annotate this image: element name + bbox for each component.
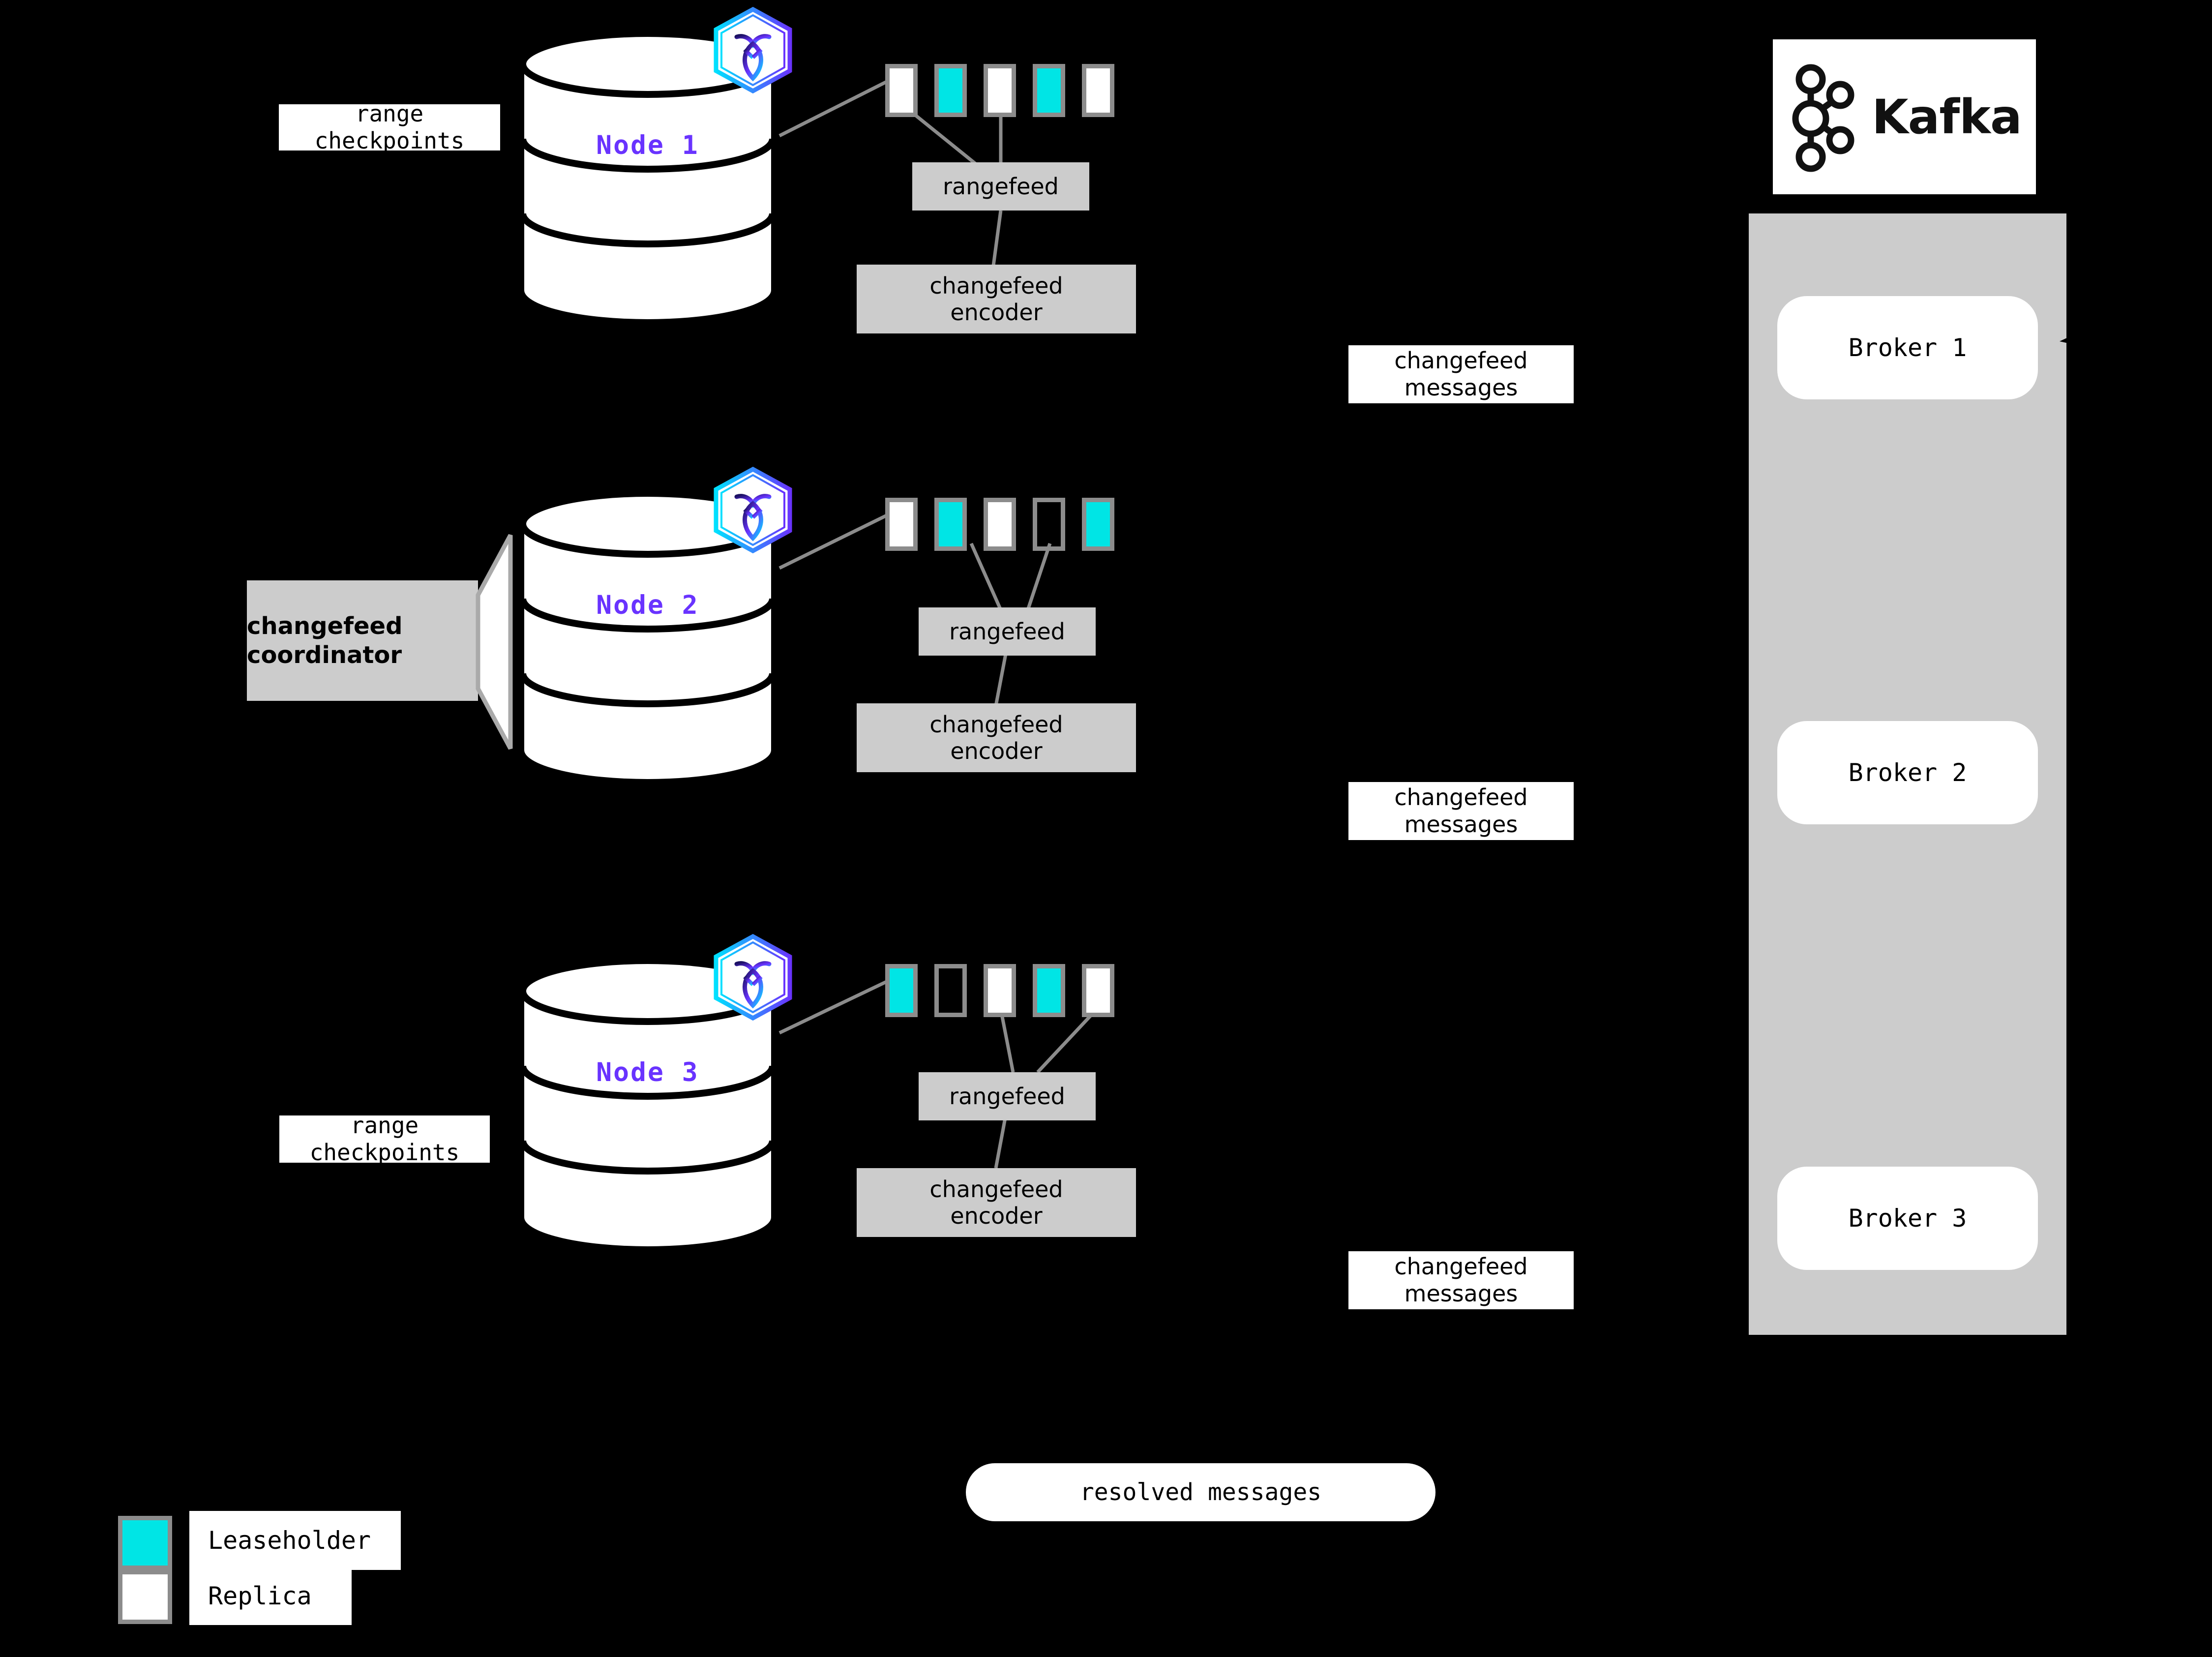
node-1-range-checkpoints-label: range checkpoints	[279, 100, 500, 154]
coordinator-pointer-icon	[476, 534, 513, 750]
range-box[interactable]	[1082, 64, 1114, 117]
changefeed-coordinator-label: changefeed coordinator	[247, 580, 478, 701]
range-box[interactable]	[934, 64, 967, 117]
legend-swatch-replica	[118, 1570, 172, 1624]
range-box[interactable]	[1033, 964, 1065, 1017]
node-3-range-checkpoints-label: range checkpoints	[279, 1112, 490, 1166]
cockroachdb-hex-icon	[712, 934, 794, 1021]
legend-label-leaseholder: Leaseholder	[189, 1511, 401, 1570]
node-3-rangefeed-box[interactable]: rangefeed	[919, 1072, 1096, 1120]
broker-2[interactable]: Broker 2	[1777, 721, 2038, 824]
range-box[interactable]	[984, 964, 1016, 1017]
range-box[interactable]	[1082, 964, 1114, 1017]
cockroachdb-hex-icon	[712, 466, 794, 554]
range-box[interactable]	[984, 498, 1016, 551]
range-box[interactable]	[934, 498, 967, 551]
node-3-changefeed-encoder-box[interactable]: changefeed encoder	[857, 1168, 1136, 1237]
range-box[interactable]	[885, 498, 918, 551]
range-box[interactable]	[1033, 64, 1065, 117]
range-box[interactable]	[885, 64, 918, 117]
resolved-messages-pill: resolved messages	[966, 1463, 1435, 1521]
range-box[interactable]	[984, 64, 1016, 117]
changefeed-messages-label-1: changefeed messages	[1348, 345, 1574, 403]
node-1-rangefeed-box[interactable]: rangefeed	[912, 162, 1089, 211]
kafka-inbound-arrow-icon	[2060, 327, 2090, 348]
range-box[interactable]	[885, 964, 918, 1017]
node-1-changefeed-encoder-box[interactable]: changefeed encoder	[857, 265, 1136, 333]
kafka-nodes-icon	[1792, 64, 1854, 172]
node-2-range-row	[885, 498, 1141, 551]
range-box[interactable]	[934, 964, 967, 1017]
legend-swatch-leaseholder	[118, 1516, 172, 1570]
broker-1[interactable]: Broker 1	[1777, 296, 2038, 399]
legend-label-replica: Replica	[189, 1567, 352, 1625]
kafka-logo-box: Kafka	[1773, 39, 2036, 194]
broker-3[interactable]: Broker 3	[1777, 1167, 2038, 1270]
range-box[interactable]	[1033, 498, 1065, 551]
changefeed-messages-label-3: changefeed messages	[1348, 1251, 1574, 1309]
cockroachdb-hex-icon	[712, 6, 794, 94]
node-1-range-row	[885, 64, 1141, 117]
kafka-wordmark: Kafka	[1872, 89, 2022, 145]
node-3-range-row	[885, 964, 1141, 1017]
changefeed-messages-label-2: changefeed messages	[1348, 782, 1574, 840]
node-2-changefeed-encoder-box[interactable]: changefeed encoder	[857, 703, 1136, 772]
range-box[interactable]	[1082, 498, 1114, 551]
node-2-rangefeed-box[interactable]: rangefeed	[919, 607, 1096, 656]
